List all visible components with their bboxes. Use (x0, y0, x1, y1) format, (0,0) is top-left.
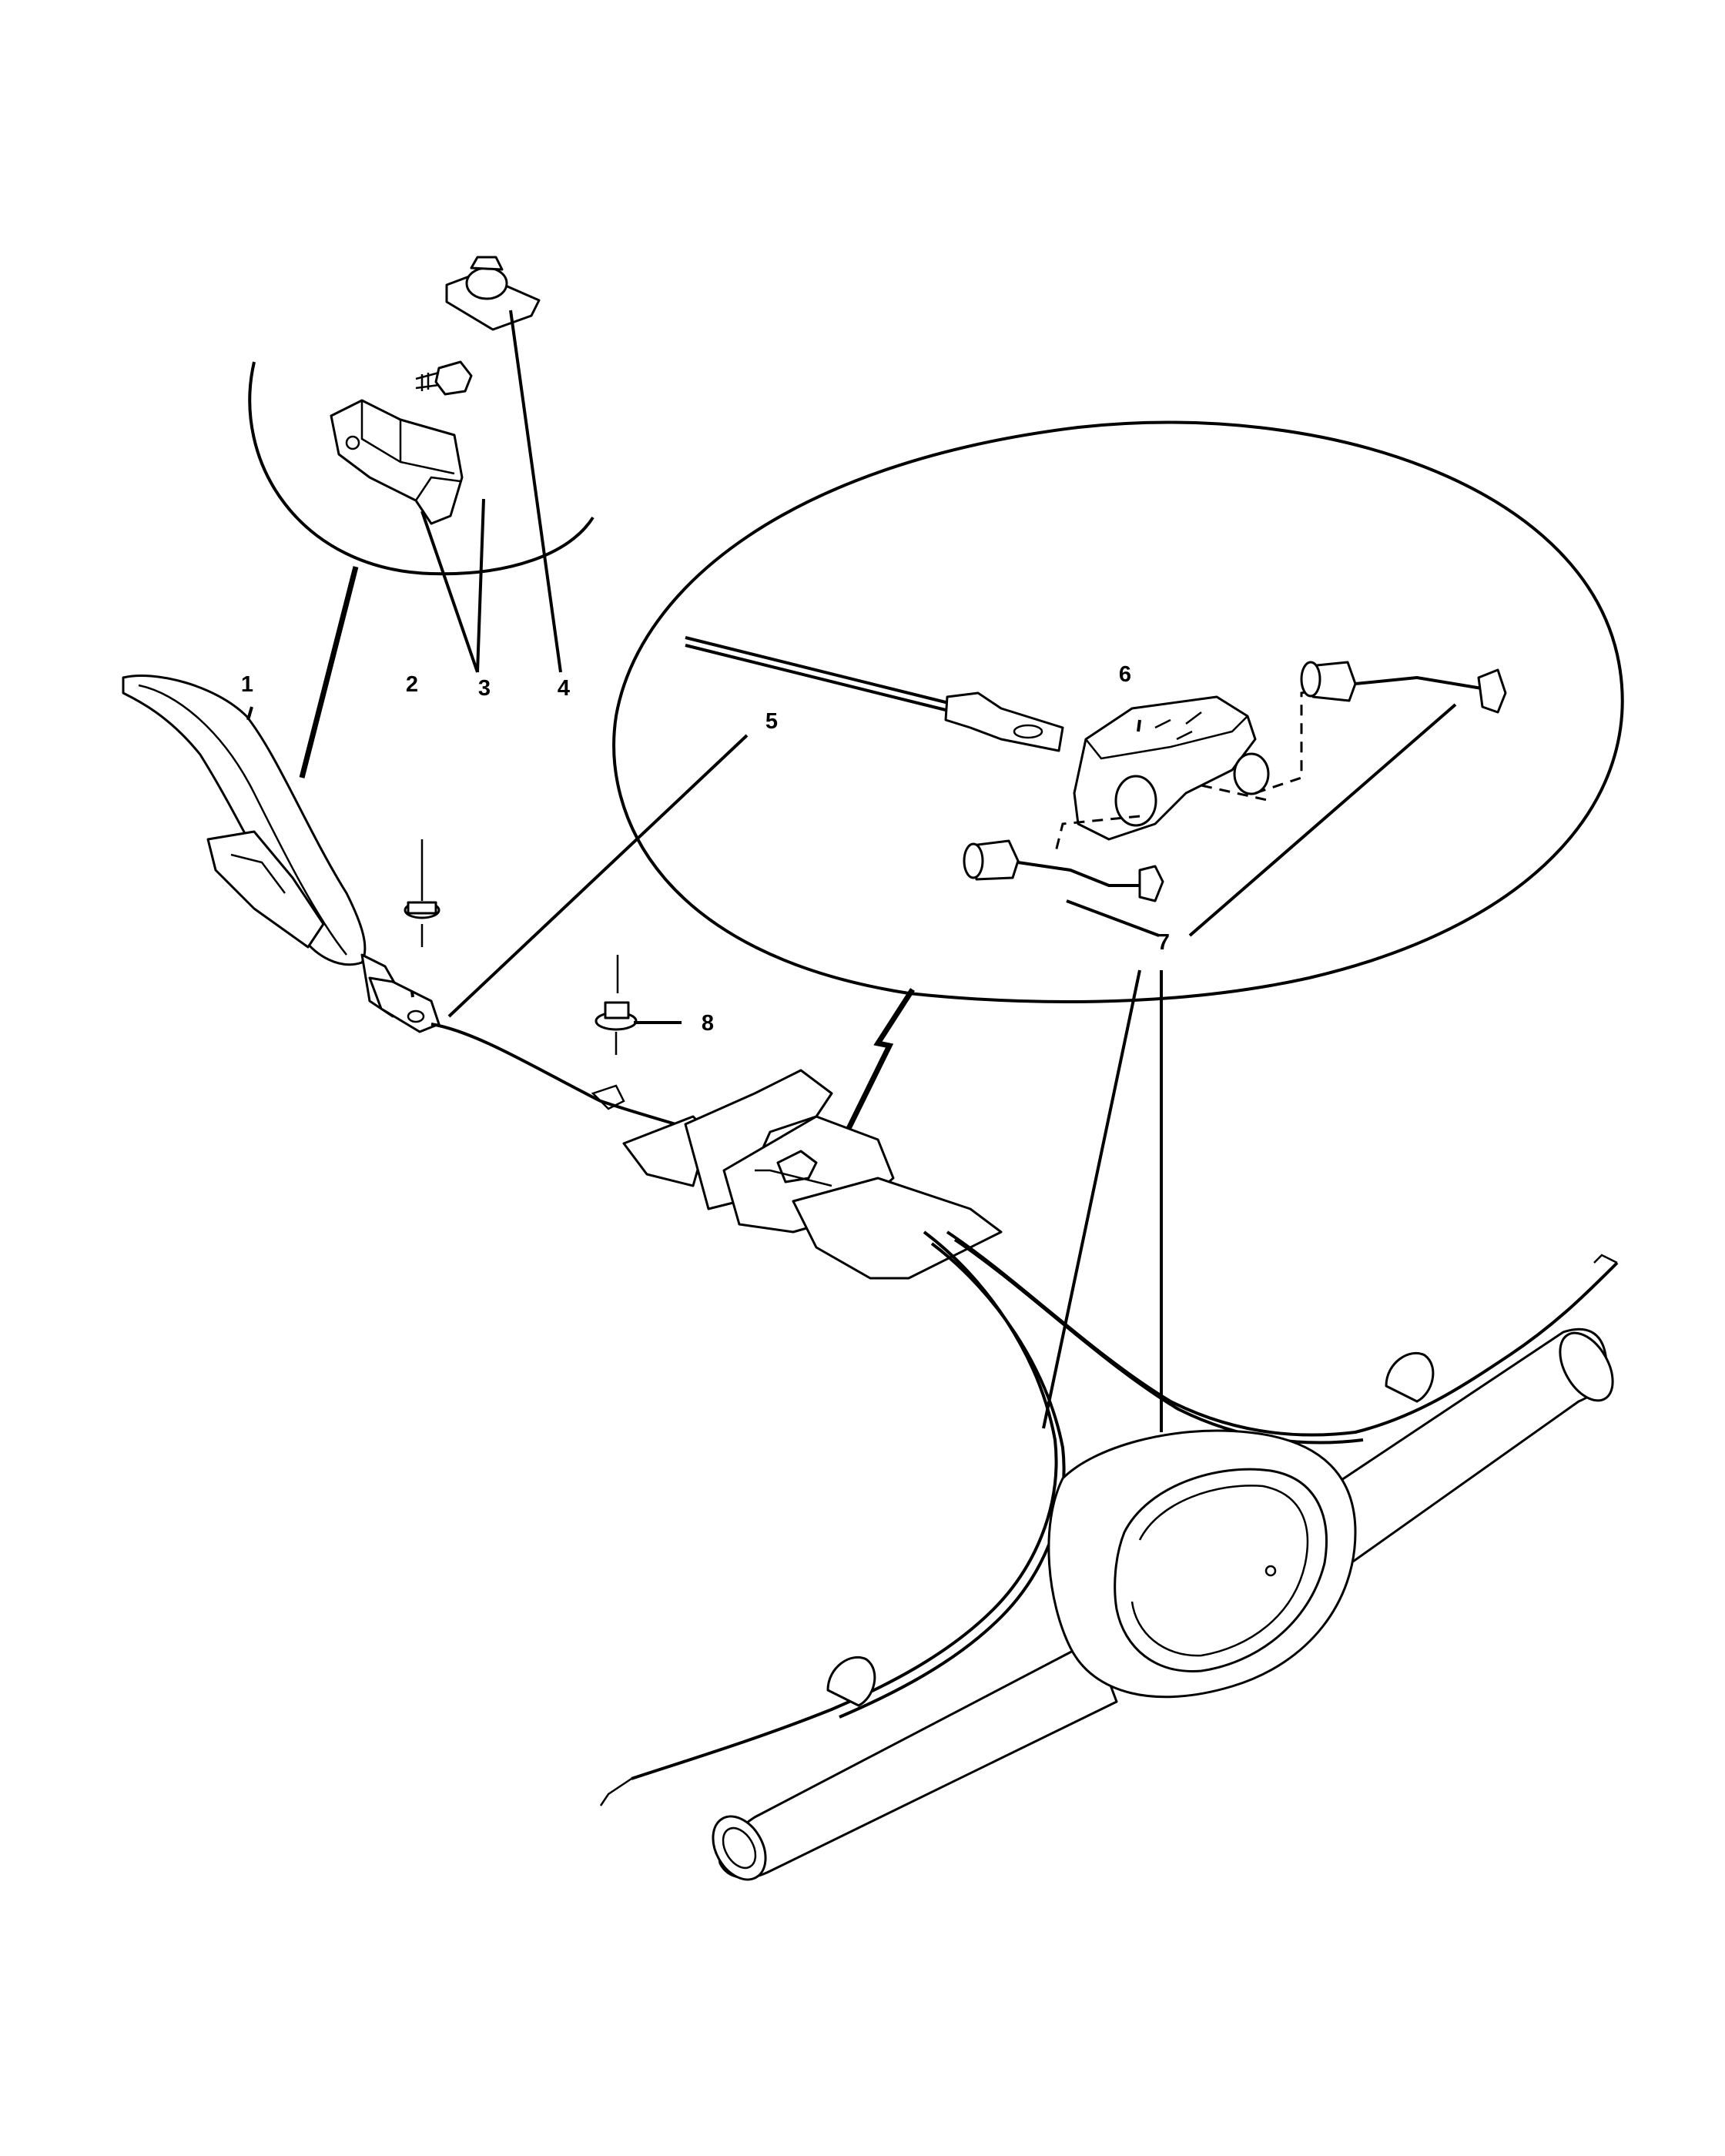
lever-bracket (330, 399, 464, 525)
detail-view-equalizer (612, 420, 1624, 1149)
nut-8 (595, 955, 638, 1055)
callout-labels: 1 2 3 4 5 6 7 8 (241, 662, 1170, 1036)
callout-7: 7 (1157, 930, 1170, 955)
nut-2 (404, 839, 440, 947)
callout-3: 3 (478, 676, 491, 701)
equalizer-bracket (622, 1069, 1003, 1280)
front-cable (430, 1023, 702, 1133)
cable-end-fitting (944, 691, 1064, 752)
callout-1: 1 (241, 672, 253, 697)
callout-5: 5 (765, 709, 778, 734)
detail-view-lever-mount (248, 256, 595, 778)
rear-cables (599, 1230, 1619, 1806)
lever-cable-connector (368, 976, 440, 1033)
rear-axle (712, 1327, 1614, 1881)
bolt (434, 360, 473, 396)
hand-brake-lever (122, 675, 440, 1033)
callout-8: 8 (702, 1011, 714, 1036)
callout-2: 2 (406, 672, 418, 697)
callout-6: 6 (1119, 662, 1131, 687)
callout-4: 4 (558, 676, 570, 701)
leader-lines (246, 310, 1457, 1432)
equalizer (1073, 695, 1257, 841)
